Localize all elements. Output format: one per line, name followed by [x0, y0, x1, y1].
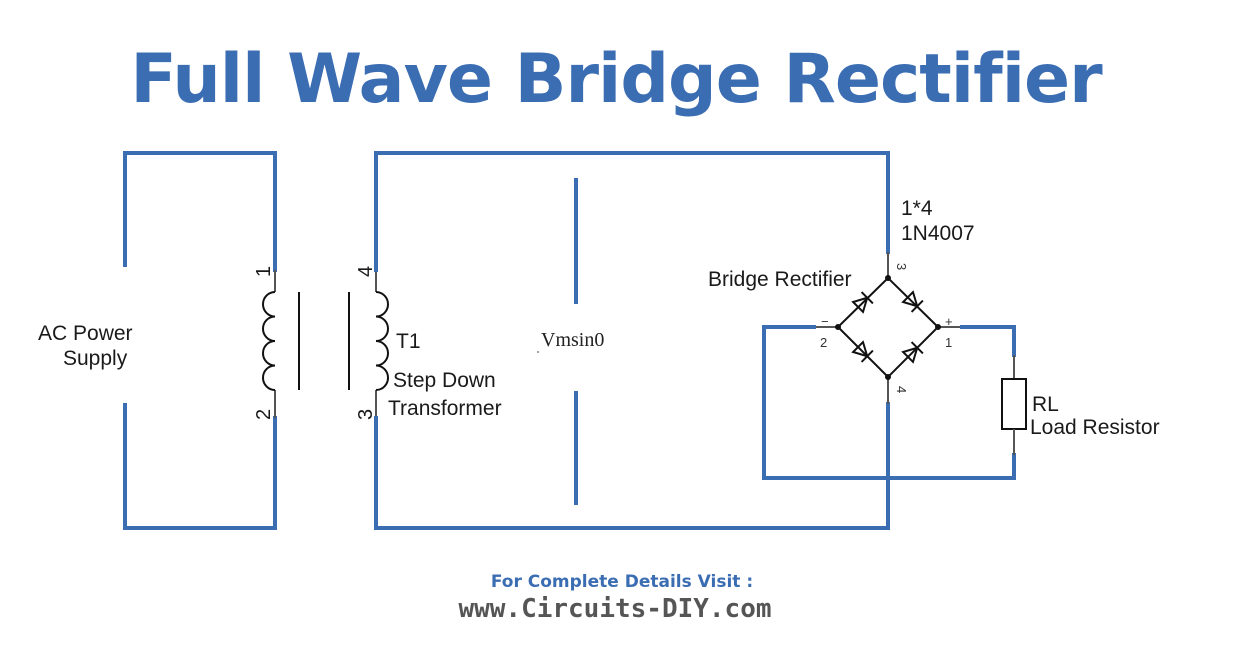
load-label: Load Resistor	[1030, 416, 1160, 439]
diode-d2	[901, 290, 924, 313]
transformer-pin-4: 4	[355, 266, 377, 277]
source-marker-dot	[537, 351, 539, 353]
transformer	[262, 270, 389, 418]
bridge-label: Bridge Rectifier	[708, 268, 852, 291]
load-loop-wire	[762, 325, 1016, 480]
primary-coil	[262, 291, 276, 391]
bridge-minus-sign: −	[821, 314, 829, 329]
transformer-pin-2: 2	[253, 409, 275, 420]
footer-url[interactable]: www.Circuits-DIY.com	[458, 594, 771, 624]
load-resistor	[1001, 355, 1027, 455]
transformer-pin-3: 3	[355, 409, 377, 420]
diode-d4	[901, 341, 924, 364]
diode-d1	[851, 291, 874, 314]
bridge-pin-3: 3	[894, 263, 909, 270]
bridge-rectifier	[814, 252, 962, 404]
bridge-pin-4: 4	[894, 386, 909, 393]
bridge-pin-1: 1	[945, 335, 952, 350]
diagram-title: Full Wave Bridge Rectifier	[130, 40, 1103, 119]
secondary-coil	[375, 291, 389, 391]
ac-supply-label-line1: AC Power	[38, 322, 133, 345]
footer-visit-text: For Complete Details Visit :	[491, 572, 753, 592]
bridge-part: 1N4007	[901, 222, 975, 245]
diode-d3	[851, 340, 874, 363]
bridge-qty: 1*4	[901, 197, 933, 220]
source-label: Vmsin0	[541, 329, 604, 351]
primary-loop-wire	[123, 151, 277, 530]
load-ref: RL	[1032, 393, 1059, 416]
bridge-pin-2: 2	[820, 335, 827, 350]
bridge-plus-sign: +	[945, 314, 953, 329]
transformer-label-line2: Transformer	[388, 397, 502, 420]
secondary-loop-wire	[374, 151, 890, 530]
transformer-ref: T1	[396, 330, 421, 353]
ac-supply-label-line2: Supply	[63, 347, 128, 370]
transformer-pin-1: 1	[253, 266, 275, 277]
transformer-label-line1: Step Down	[393, 369, 496, 392]
